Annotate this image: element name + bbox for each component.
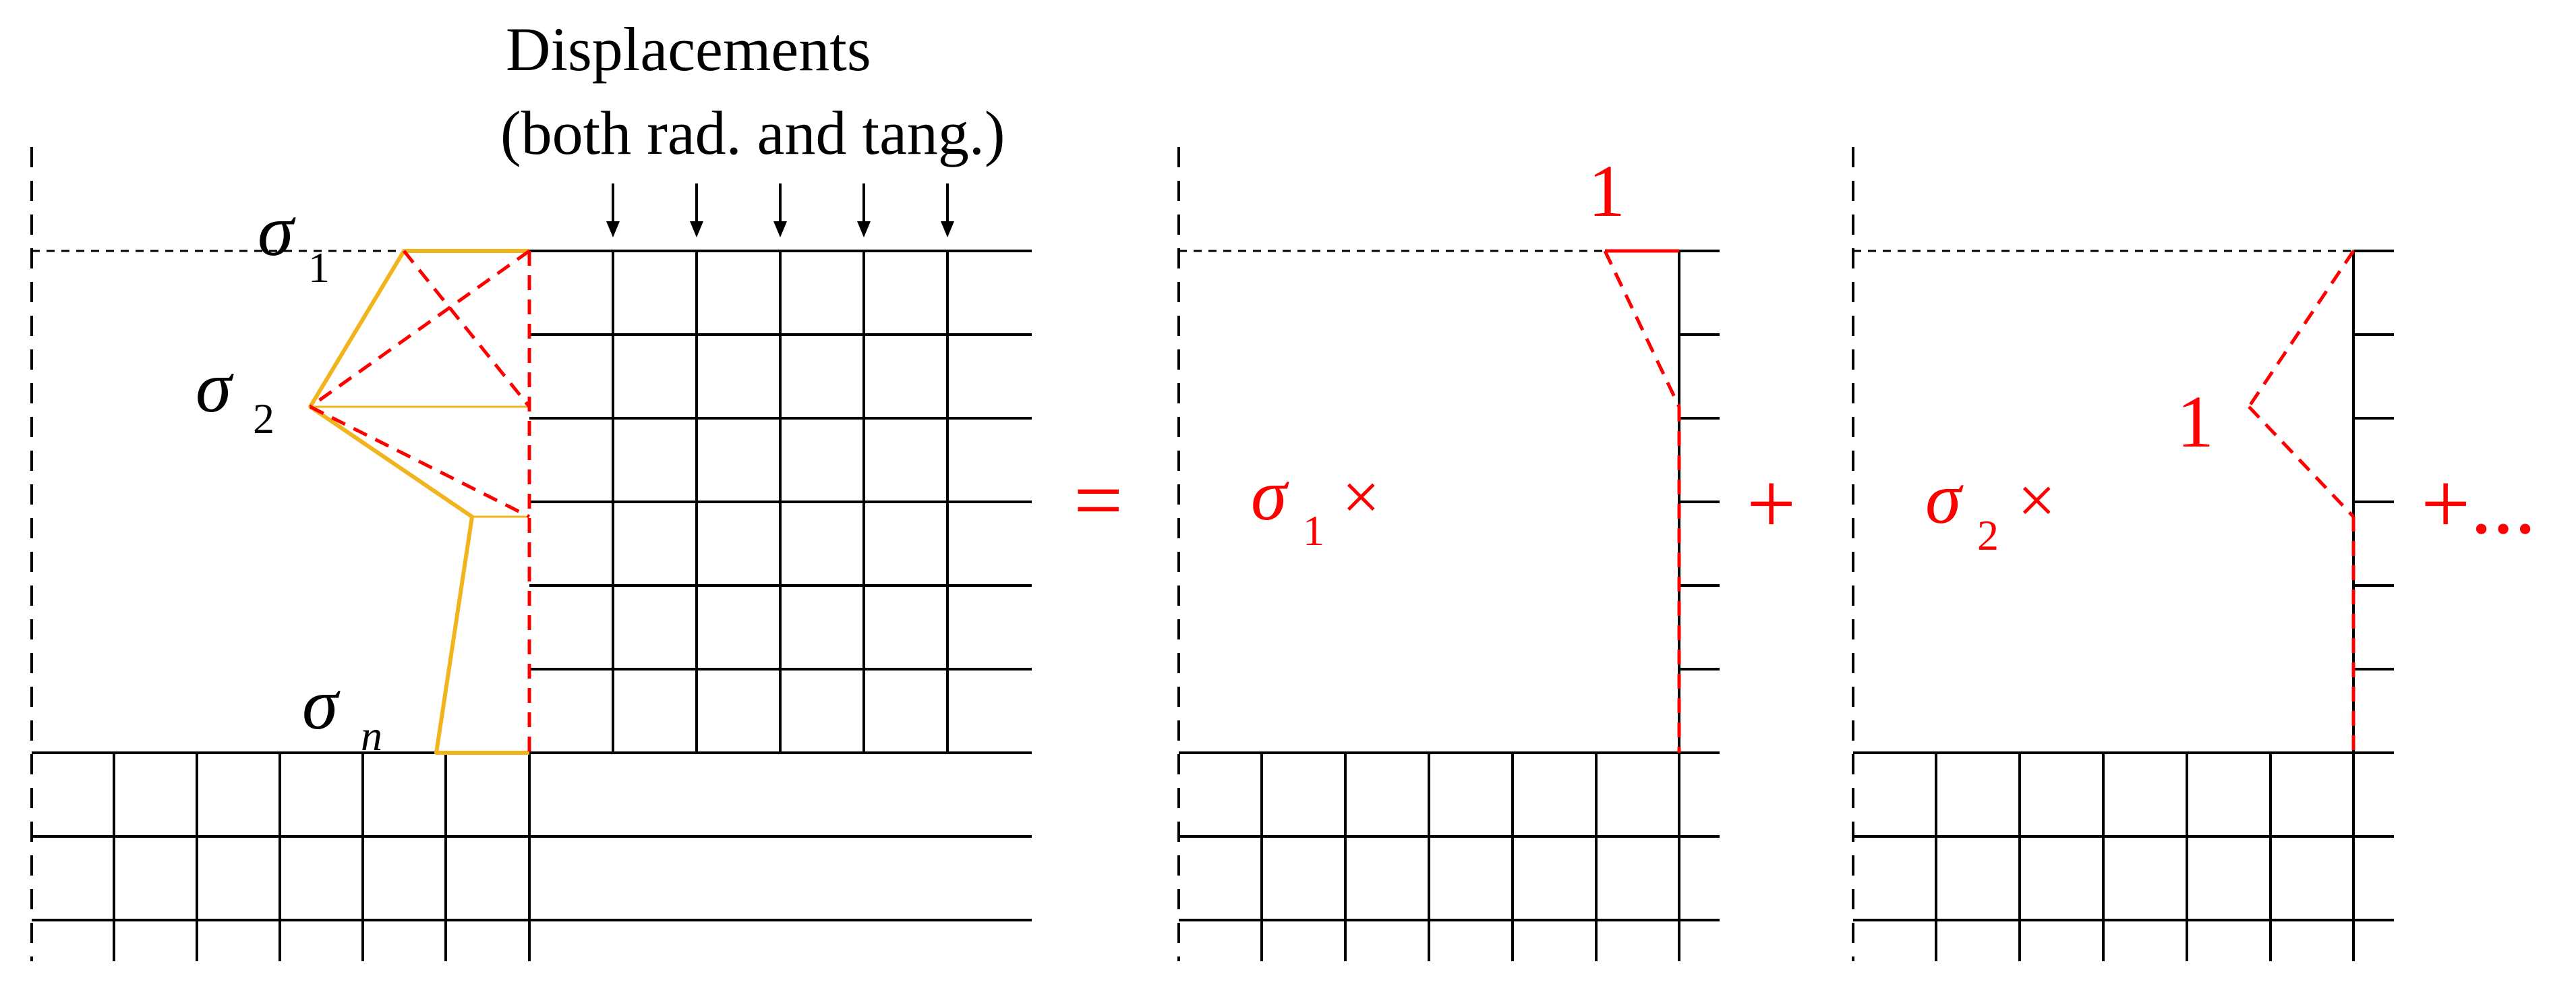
header-line-1: Displacements [506,15,871,84]
sigma-1-label: σ 1 [258,191,330,291]
stress-distribution [308,249,529,755]
left-lower-mesh [32,751,1032,961]
panel3-lower-mesh [1853,751,2394,961]
displacement-arrow [857,183,871,237]
panel-sigma-2: 1 σ 2 × [1852,147,2394,961]
svg-text:1: 1 [1303,507,1324,554]
svg-text:×: × [2018,463,2055,538]
svg-text:σ: σ [1925,459,1964,539]
svg-text:×: × [1342,459,1380,534]
panel3-ticks [2353,250,2394,670]
svg-text:σ: σ [302,664,341,745]
panel3-unit-label: 1 [2177,380,2214,463]
displacement-arrow [941,183,954,237]
shape-functions [309,249,531,753]
displacement-arrow [773,183,787,237]
header-line-2: (both rad. and tang.) [500,98,1005,167]
left-upper-mesh [529,250,1032,753]
panel-sigma-1: 1 σ 1 × [1177,147,1720,961]
displacement-arrow [606,183,620,237]
svg-text:n: n [361,712,382,760]
plus-ellipsis: +... [2421,455,2536,552]
equals-sign: = [1074,452,1123,549]
svg-text:σ: σ [258,191,296,271]
panel2-coefficient: σ 1 × [1251,455,1380,554]
panel2-shape-function [1603,249,1681,753]
sigma-n-label: σ n [302,664,382,760]
displacement-arrow [690,183,703,237]
svg-text:σ: σ [196,347,234,428]
left-panel: Displacements (both rad. and tang.) σ 1 … [30,15,1032,961]
plus-sign: + [1747,455,1796,552]
panel3-coefficient: σ 2 × [1925,459,2055,559]
svg-text:2: 2 [253,395,274,443]
panel2-unit-label: 1 [1588,150,1625,232]
displacement-arrows [606,183,954,237]
svg-text:σ: σ [1251,455,1289,536]
svg-text:2: 2 [1977,511,1999,559]
svg-text:1: 1 [308,244,330,291]
panel2-ticks [1679,250,1720,670]
sigma-2-label: σ 2 [196,347,274,443]
stress-profile-line [308,249,529,755]
panel2-lower-mesh [1179,751,1720,961]
panel3-shape-function [2247,250,2355,753]
